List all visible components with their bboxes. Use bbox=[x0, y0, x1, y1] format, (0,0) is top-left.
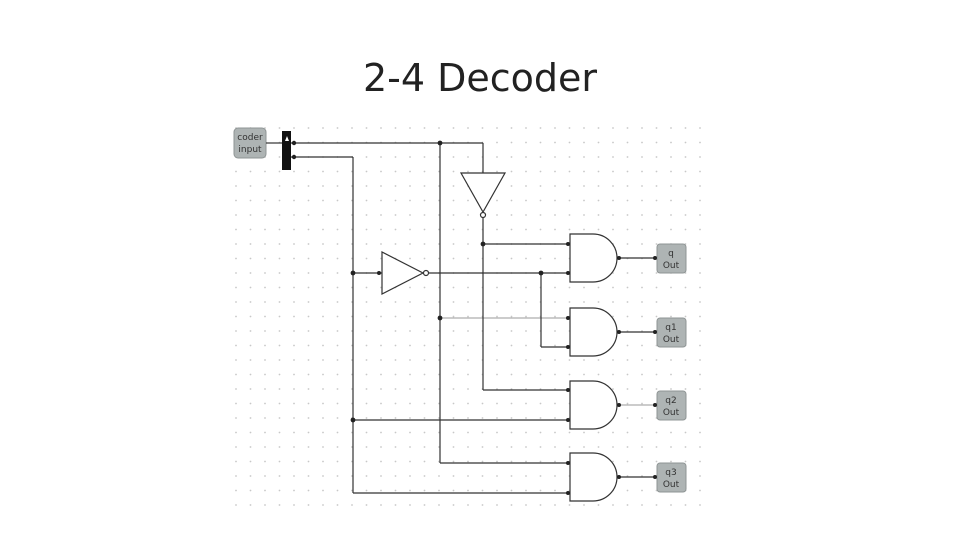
and-gate-3[interactable] bbox=[569, 452, 657, 502]
input-pin-label-1: coder bbox=[237, 133, 263, 143]
not-gate-a[interactable] bbox=[459, 172, 507, 219]
wire-bit-a bbox=[291, 142, 570, 464]
output-q-label-1: q bbox=[668, 249, 674, 259]
output-q3-label-2: Out bbox=[663, 480, 680, 490]
and-gate-0[interactable] bbox=[569, 233, 657, 283]
output-q3-label-1: q3 bbox=[665, 468, 676, 478]
output-q1-label-1: q1 bbox=[665, 323, 676, 333]
bus-splitter[interactable] bbox=[282, 131, 291, 170]
coder-input-pin[interactable]: coder input bbox=[233, 127, 267, 159]
not-gate-b[interactable] bbox=[381, 251, 430, 295]
and-gate-2[interactable] bbox=[569, 380, 657, 430]
output-q-label-2: Out bbox=[663, 261, 680, 271]
output-pin-q[interactable]: q Out bbox=[656, 243, 687, 274]
output-pin-q1[interactable]: q1 Out bbox=[656, 317, 687, 348]
slide-title: 2-4 Decoder bbox=[362, 56, 598, 100]
input-pin-label-2: input bbox=[238, 145, 262, 155]
output-q1-label-2: Out bbox=[663, 335, 680, 345]
wire-not-b bbox=[429, 272, 570, 348]
output-q2-label-1: q2 bbox=[665, 396, 676, 406]
wire-bit-b bbox=[291, 156, 570, 494]
wire-not-a bbox=[482, 218, 570, 391]
junction-dots bbox=[291, 140, 657, 495]
output-pin-q3[interactable]: q3 Out bbox=[656, 462, 687, 493]
and-gate-1[interactable] bbox=[569, 307, 657, 357]
output-pin-q2[interactable]: q2 Out bbox=[656, 390, 687, 421]
output-q2-label-2: Out bbox=[663, 408, 680, 418]
